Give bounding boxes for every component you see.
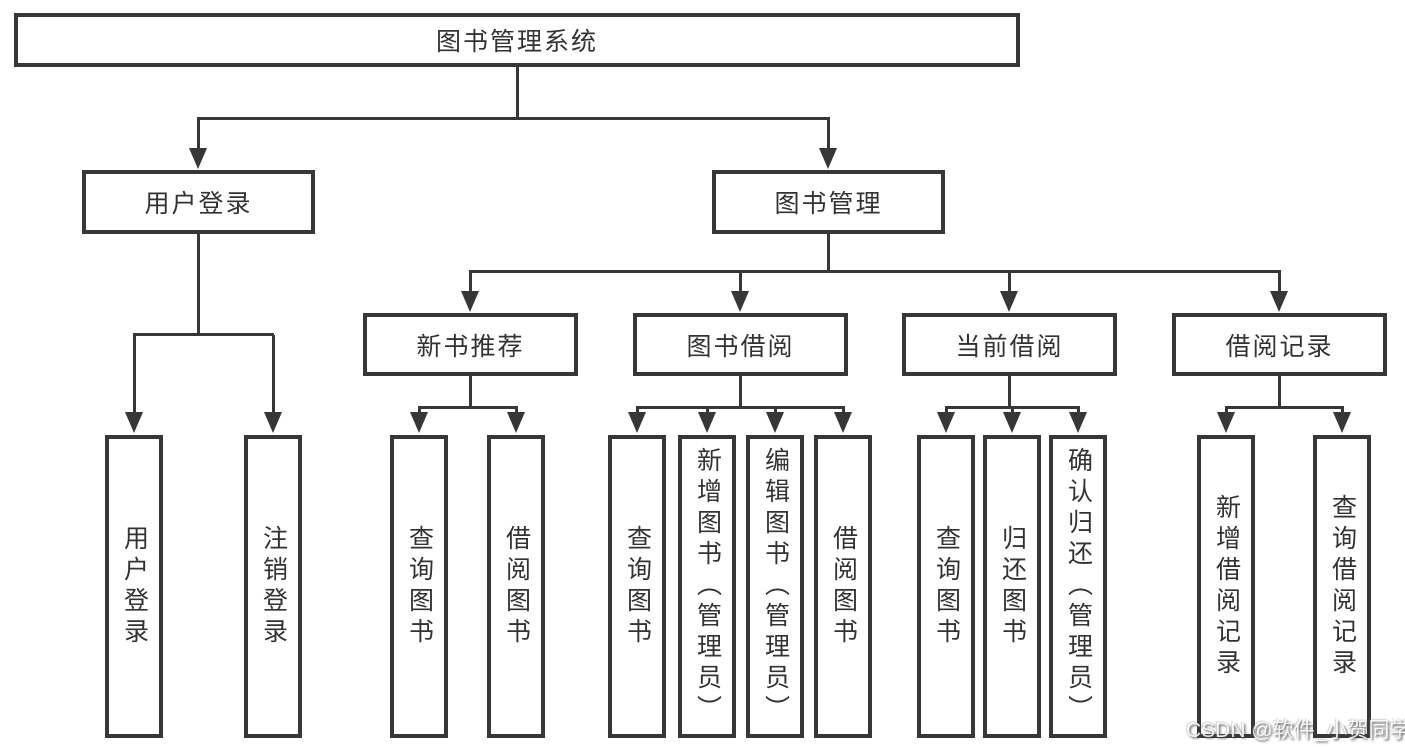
- connector-stem-leaf: [636, 408, 639, 414]
- arrowhead-book-management: [819, 148, 837, 169]
- connector-stem-leaf: [706, 408, 709, 414]
- connector-book-borrow-vertical: [739, 376, 742, 409]
- connector-stem-borrow-records: [1278, 272, 1281, 291]
- arrowhead-leaf-borrow-books-1: [507, 412, 525, 433]
- node-book-borrow: 图书借阅: [633, 313, 848, 376]
- node-borrow-records-label: 借阅记录: [1225, 332, 1334, 361]
- connector-stem-leaf: [945, 408, 948, 414]
- leaf-query-books-2: 查询图书: [608, 435, 666, 738]
- arrowhead-leaf-return-books: [1003, 412, 1021, 433]
- connector-book-management-vertical: [827, 234, 830, 273]
- connector-borrow-records-horizontal: [1225, 406, 1344, 409]
- leaf-logout-label: 注销登录: [259, 524, 288, 649]
- arrowhead-leaf-query-books-3: [937, 412, 955, 433]
- node-new-book-recommend-label: 新书推荐: [416, 332, 525, 361]
- leaf-return-books: 归还图书: [983, 435, 1041, 738]
- leaf-edit-books-admin-label: 编辑图书（管理员）: [761, 447, 790, 726]
- connector-new-book-vertical: [469, 376, 472, 409]
- arrowhead-leaf-query-books-1: [410, 412, 428, 433]
- connector-stem-leaf: [842, 408, 845, 414]
- leaf-add-borrow-record-label: 新增借阅记录: [1212, 493, 1241, 680]
- connector-root-horizontal: [197, 117, 830, 120]
- leaf-add-books-admin: 新增图书（管理员）: [678, 435, 736, 738]
- arrowhead-leaf-user-login: [125, 412, 143, 433]
- connector-stem-leaf: [1011, 408, 1014, 414]
- node-user-login: 用户登录: [82, 170, 315, 234]
- leaf-user-login: 用户登录: [105, 435, 163, 738]
- arrowhead-leaf-query-record: [1333, 412, 1351, 433]
- csdn-watermark: CSDN @软件_小贺同学: [1186, 719, 1405, 742]
- node-book-management-label: 图书管理: [774, 190, 883, 218]
- leaf-query-borrow-record: 查询借阅记录: [1313, 435, 1371, 738]
- connector-user-login-horizontal: [133, 333, 274, 336]
- connector-stem-current-borrow: [1008, 272, 1011, 291]
- node-current-borrow-label: 当前借阅: [955, 332, 1064, 361]
- connector-book-borrow-horizontal: [636, 406, 845, 409]
- node-book-borrow-label: 图书借阅: [686, 332, 795, 361]
- arrowhead-book-borrow: [731, 291, 749, 312]
- connector-stem-new-book: [469, 272, 472, 291]
- connector-root-vertical: [516, 67, 519, 119]
- leaf-borrow-books-2-label: 借阅图书: [829, 524, 858, 649]
- arrowhead-leaf-borrow-books-2: [834, 412, 852, 433]
- connector-stem-leaf: [774, 408, 777, 414]
- leaf-query-books-1-label: 查询图书: [405, 524, 434, 649]
- connector-stem-leaf: [1225, 408, 1228, 414]
- leaf-query-borrow-record-label: 查询借阅记录: [1328, 493, 1357, 680]
- arrowhead-leaf-query-books-2: [628, 412, 646, 433]
- leaf-add-books-admin-label: 新增图书（管理员）: [693, 447, 722, 726]
- connector-stem-book-borrow: [739, 272, 742, 291]
- node-user-login-label: 用户登录: [144, 190, 253, 218]
- connector-borrow-records-vertical: [1278, 376, 1281, 409]
- arrowhead-new-book: [461, 291, 479, 312]
- leaf-confirm-return-admin-label: 确认归还（管理员）: [1064, 447, 1093, 726]
- connector-stem-user-login: [197, 119, 200, 149]
- arrowhead-current-borrow: [1000, 291, 1018, 312]
- leaf-user-login-label: 用户登录: [120, 524, 149, 649]
- leaf-return-books-label: 归还图书: [998, 524, 1027, 649]
- connector-stem-leaf: [1341, 408, 1344, 414]
- arrowhead-leaf-edit-books: [766, 412, 784, 433]
- connector-stem-leaf: [1077, 408, 1080, 414]
- node-borrow-records: 借阅记录: [1172, 313, 1387, 376]
- node-root-label: 图书管理系统: [435, 28, 598, 56]
- leaf-confirm-return-admin: 确认归还（管理员）: [1049, 435, 1107, 738]
- leaf-borrow-books-1-label: 借阅图书: [502, 524, 531, 649]
- node-new-book-recommend: 新书推荐: [363, 313, 578, 376]
- connector-stem-leaf-logout: [272, 335, 275, 413]
- connector-current-borrow-horizontal: [945, 406, 1080, 409]
- leaf-query-books-3: 查询图书: [917, 435, 975, 738]
- leaf-add-borrow-record: 新增借阅记录: [1197, 435, 1255, 738]
- arrowhead-leaf-confirm-return: [1069, 412, 1087, 433]
- leaf-query-books-2-label: 查询图书: [623, 524, 652, 649]
- connector-book-management-horizontal: [469, 270, 1281, 273]
- connector-stem-book-management: [827, 119, 830, 149]
- connector-stem-leaf-user-login: [133, 335, 136, 413]
- leaf-borrow-books-2: 借阅图书: [814, 435, 872, 738]
- arrowhead-leaf-add-books: [698, 412, 716, 433]
- connector-stem-leaf: [418, 408, 421, 414]
- node-current-borrow: 当前借阅: [902, 313, 1117, 376]
- connector-new-book-horizontal: [418, 406, 518, 409]
- leaf-edit-books-admin: 编辑图书（管理员）: [746, 435, 804, 738]
- connector-current-borrow-vertical: [1008, 376, 1011, 409]
- arrowhead-leaf-add-record: [1217, 412, 1235, 433]
- leaf-logout: 注销登录: [244, 435, 302, 738]
- connector-stem-leaf: [515, 408, 518, 414]
- leaf-query-books-3-label: 查询图书: [932, 524, 961, 649]
- arrowhead-leaf-logout: [264, 412, 282, 433]
- leaf-borrow-books-1: 借阅图书: [487, 435, 545, 738]
- arrowhead-user-login: [189, 148, 207, 169]
- leaf-query-books-1: 查询图书: [390, 435, 448, 738]
- node-book-management: 图书管理: [712, 170, 945, 234]
- arrowhead-borrow-records: [1270, 291, 1288, 312]
- connector-user-login-vertical: [197, 234, 200, 335]
- node-root: 图书管理系统: [14, 13, 1020, 67]
